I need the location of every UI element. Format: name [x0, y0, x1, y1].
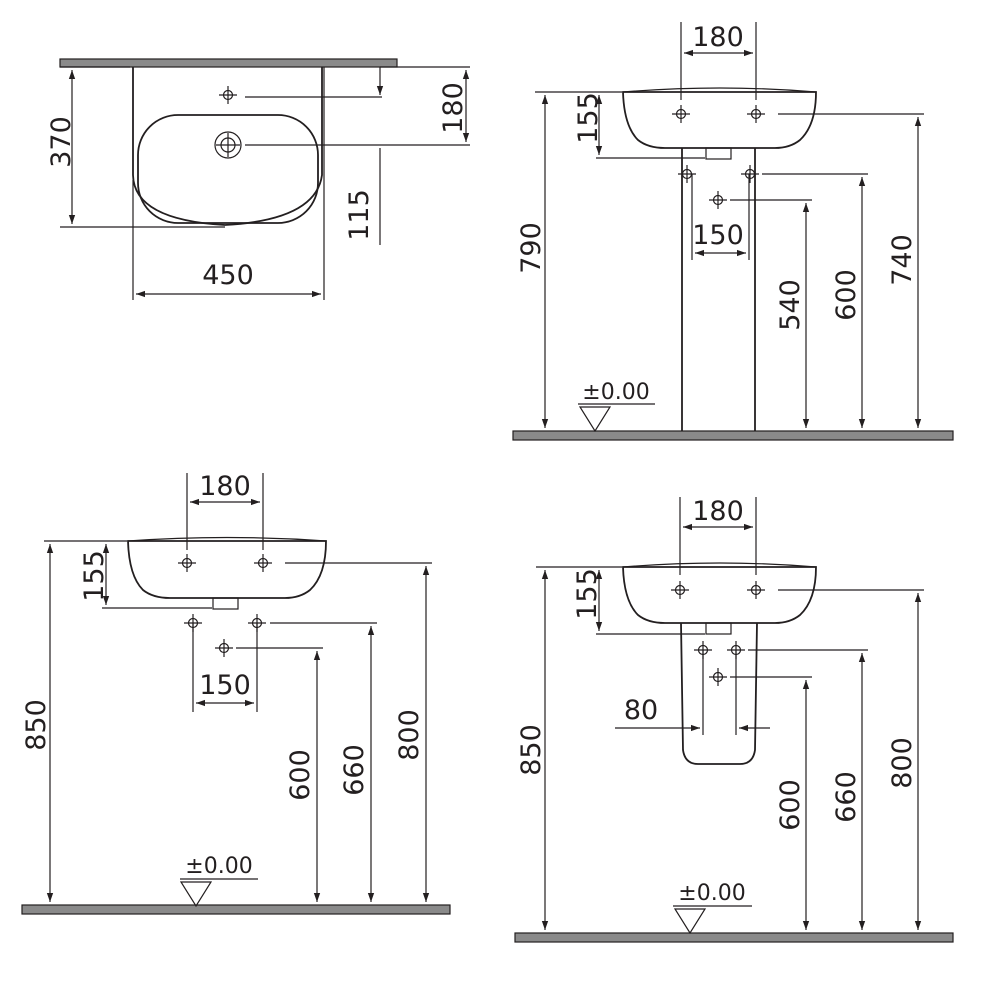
floor-level-marker: ±0.00 — [673, 881, 752, 935]
tap-hole-marker — [218, 85, 238, 105]
dim-label-supply-height: 660 — [831, 771, 862, 823]
dim-label-rim-height: 850 — [516, 724, 547, 776]
dim-label-hole-offset: 180 — [438, 82, 469, 134]
tap-hole-right — [746, 580, 766, 600]
top-view: 370 180 115 450 — [46, 58, 470, 300]
dim-label-basin-height: 155 — [79, 550, 110, 602]
wall-section — [59, 58, 398, 68]
dim-label-hole-spacing: 180 — [199, 471, 251, 502]
semi-pedestal-view: 180 155 850 80 600 660 800 ±0.00 — [514, 496, 954, 943]
wall-hung-view: 180 155 850 150 600 660 800 ±0.00 — [21, 471, 451, 915]
dim-label-rim-height: 790 — [516, 222, 547, 274]
trap-marker — [708, 190, 728, 210]
supply-right — [740, 164, 760, 184]
bowl-outline — [137, 114, 319, 224]
dim-label-hole-spacing: 180 — [692, 496, 744, 527]
waste-outlet — [705, 622, 732, 635]
dim-label-trap-height: 600 — [775, 779, 806, 831]
dim-label-supply-height: 600 — [831, 269, 862, 321]
dim-label-drain-spacing: 150 — [692, 220, 744, 251]
dim-label-supply-height: 660 — [339, 744, 370, 796]
floor-section — [512, 430, 954, 441]
trap-marker — [708, 667, 728, 687]
floor-level-label: ±0.00 — [582, 380, 649, 405]
tap-hole-right — [253, 553, 273, 573]
floor-section — [514, 932, 954, 943]
dim-label-drain-spacing: 150 — [199, 670, 251, 701]
dim-label-basin-height: 155 — [572, 568, 603, 620]
floor-level-marker: ±0.00 — [578, 380, 655, 433]
dim-label-overflow-height: 800 — [887, 737, 918, 789]
dim-label-basin-height: 155 — [573, 92, 604, 144]
dim-label-trap-height: 600 — [285, 749, 316, 801]
dim-label-front-offset: 115 — [344, 189, 375, 241]
tap-hole-left — [671, 104, 691, 124]
basin-elevation — [622, 566, 817, 624]
dim-label-overflow-height: 800 — [394, 709, 425, 761]
waste-outlet — [705, 147, 732, 160]
basin-elevation — [127, 540, 327, 599]
tap-hole-left — [670, 580, 690, 600]
basin-elevation — [622, 91, 817, 149]
dim-label-overflow-height: 740 — [887, 234, 918, 286]
dim-label-pedestal-width: 80 — [624, 695, 658, 726]
trap-marker — [214, 638, 234, 658]
floor-level-label: ±0.00 — [185, 854, 252, 879]
floor-level-label: ±0.00 — [678, 881, 745, 906]
dim-label-width: 450 — [202, 260, 254, 291]
tap-hole-right — [746, 104, 766, 124]
full-pedestal-view: 180 155 790 150 540 600 740 ±0.00 — [512, 22, 954, 441]
floor-level-marker: ±0.00 — [179, 854, 258, 908]
tap-hole-left — [177, 553, 197, 573]
dim-label-depth: 370 — [46, 116, 77, 168]
semi-pedestal-outline — [680, 622, 758, 765]
floor-section — [21, 904, 451, 915]
drain-marker — [214, 131, 242, 159]
waste-outlet — [212, 597, 239, 610]
dim-label-trap-height: 540 — [775, 279, 806, 331]
dim-label-rim-height: 850 — [21, 699, 52, 751]
dim-label-hole-spacing: 180 — [692, 22, 744, 53]
supply-left — [677, 164, 697, 184]
